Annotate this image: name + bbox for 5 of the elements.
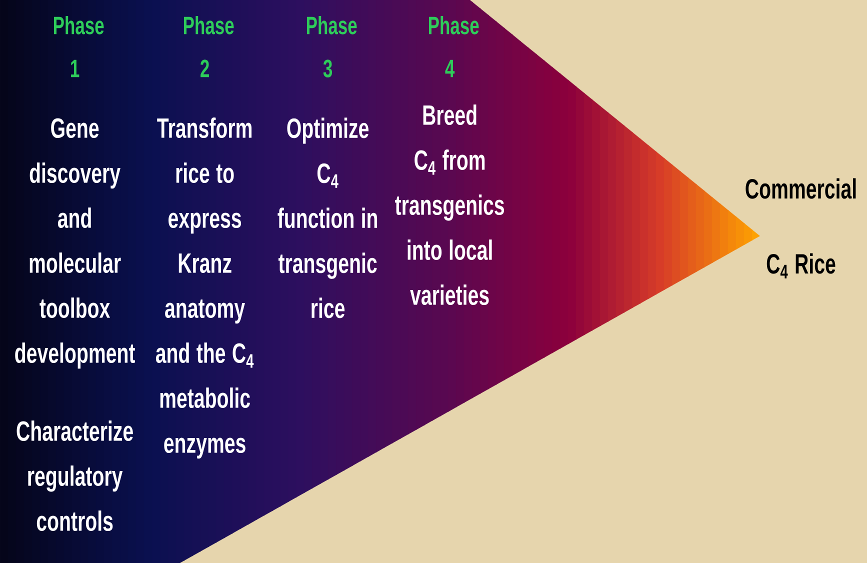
phase-text: Phase 1 Gene discovery and molecular toolbox development Characterize regulatory controls — [15, 16, 135, 532]
outcome-text: Commercial C$_{4}$ Rice — [746, 178, 856, 278]
phase-text: Phase 4 Breed C$_{4}$ from transgenics into local varieties — [395, 16, 504, 306]
phase-text: Phase 2 Transform rice to express Kranz anatomy and the C$_{4}$ metabolic enzymes — [156, 16, 254, 459]
phase-text: Phase 3 Optimize C$_{4}$ function in transgenic rice — [278, 16, 378, 318]
